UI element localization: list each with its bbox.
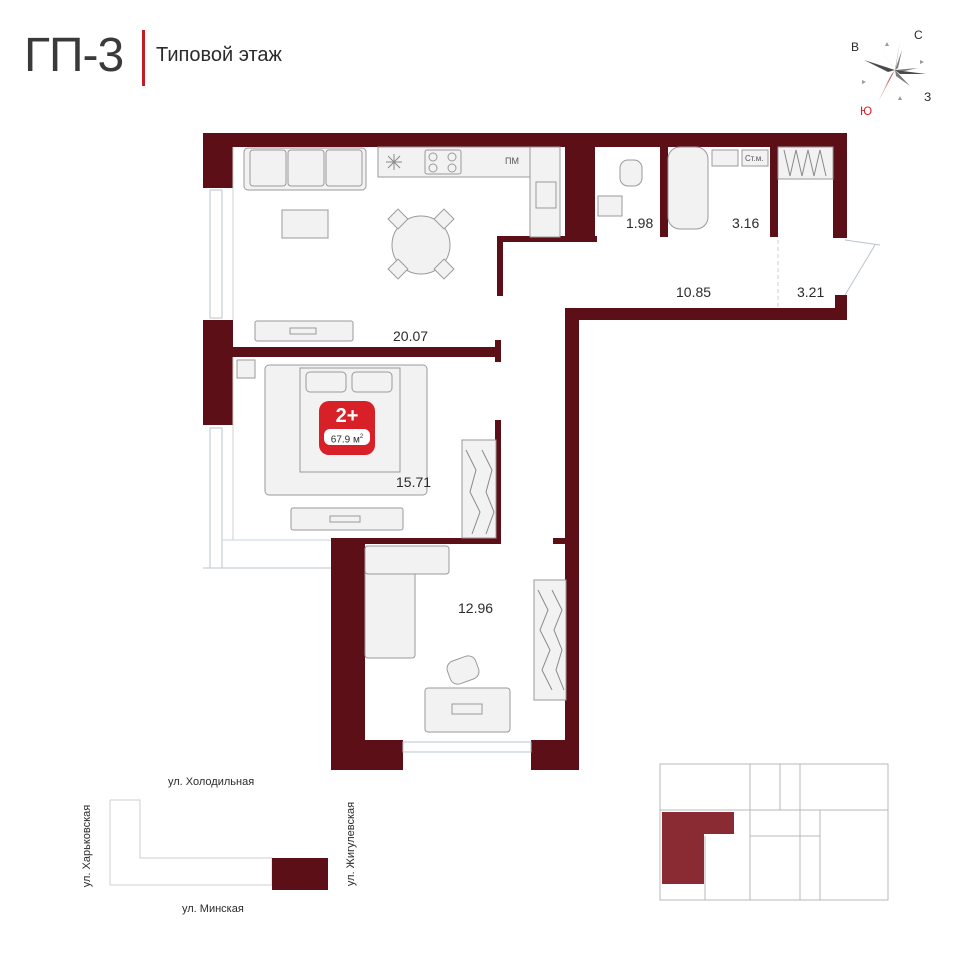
compass-south-label: Ю	[860, 104, 873, 118]
washer-label: Ст.м.	[745, 154, 764, 163]
walls	[203, 133, 847, 770]
compass-north-label: С	[914, 28, 923, 42]
area-bathroom-1: 1.98	[626, 215, 654, 231]
street-west: ул. Харьковская	[81, 804, 93, 888]
area-closet: 3.21	[797, 284, 825, 300]
apartment-type: 2+	[335, 405, 359, 427]
area-bedroom: 15.71	[396, 474, 432, 490]
area-room-2: 12.96	[458, 600, 494, 616]
area-kitchen-living: 20.07	[393, 328, 429, 344]
key-plan-apartment-highlight	[662, 812, 704, 884]
windows	[203, 189, 881, 753]
compass-east-label: В	[851, 40, 860, 54]
street-east: ул. Жигулевская	[345, 801, 357, 887]
site-plan	[109, 799, 273, 886]
furniture	[236, 146, 834, 733]
area-hall: 10.85	[676, 284, 712, 300]
apartment-area: 67.9 м2	[324, 429, 370, 445]
compass-west-label: З	[924, 90, 932, 104]
building-title: ГП-3	[24, 29, 124, 82]
apartment-type-badge: 2+ 67.9 м2	[319, 401, 375, 455]
street-north: ул. Холодильная	[168, 776, 255, 788]
compass	[840, 22, 950, 122]
compass-rose-icon	[862, 42, 926, 102]
header-divider	[142, 30, 145, 86]
floor-label: Типовой этаж	[156, 44, 282, 66]
area-bathroom-2: 3.16	[732, 215, 760, 231]
site-building-highlight	[272, 858, 328, 890]
dishwasher-label: ПМ	[505, 156, 519, 166]
key-plan	[659, 763, 889, 901]
street-south: ул. Минская	[182, 903, 244, 915]
